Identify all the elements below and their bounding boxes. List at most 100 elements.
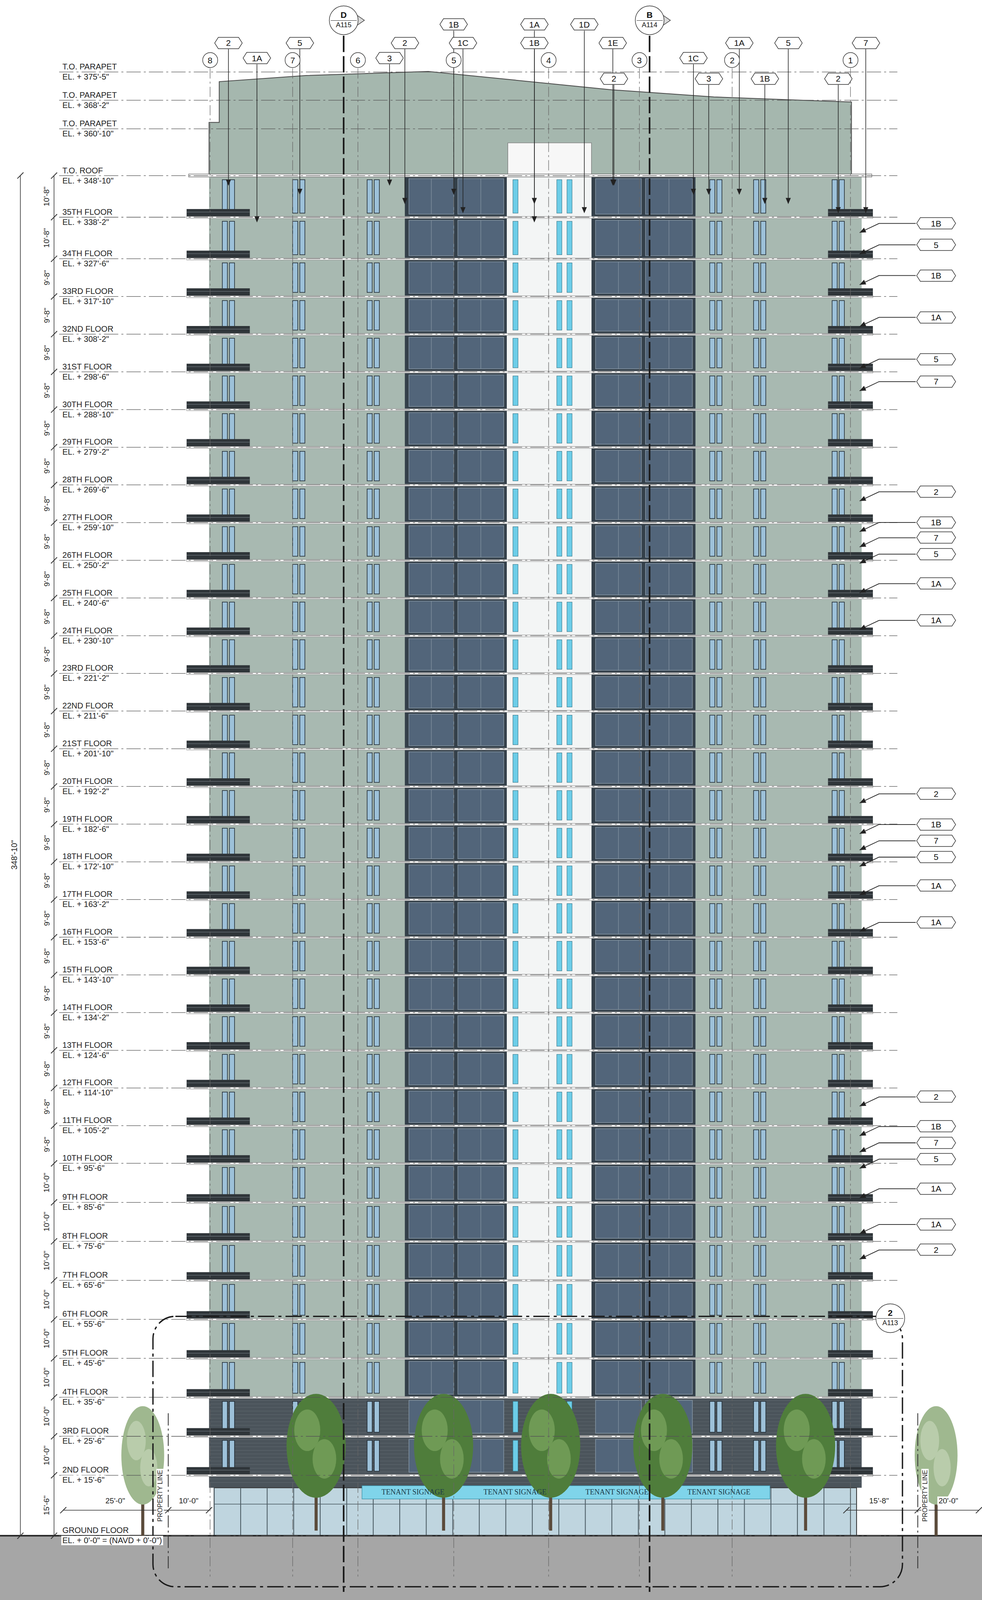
- storefront-mullion: [213, 1487, 215, 1536]
- window: [229, 1205, 235, 1237]
- callout-tag: 1A: [725, 36, 754, 50]
- mullion: [668, 977, 670, 1010]
- window: [299, 1091, 306, 1122]
- dimension: 9'-8": [42, 306, 52, 325]
- glass-panel: [595, 1053, 642, 1085]
- glass-panel: [595, 1090, 642, 1122]
- window: [709, 1053, 715, 1084]
- mullion: [618, 374, 619, 407]
- callout-number: 1D: [579, 19, 591, 30]
- dimension-tick: [51, 971, 58, 978]
- glass-panel: [595, 638, 642, 670]
- callout-tag: 5: [916, 353, 957, 366]
- railing-rail: [186, 1044, 250, 1045]
- balcony-railing: [186, 551, 250, 560]
- glass-panel: [409, 261, 455, 294]
- window: [299, 1322, 306, 1354]
- mullion: [668, 676, 670, 708]
- callout-tag: 3: [375, 51, 404, 65]
- mullion: [480, 1399, 481, 1433]
- window: [832, 221, 838, 255]
- window: [753, 526, 759, 556]
- level-name: 16TH FLOOR: [61, 926, 114, 937]
- window: [566, 714, 573, 745]
- callout-number: 1B: [930, 270, 942, 280]
- window: [222, 1283, 228, 1315]
- callout-number: 1A: [930, 1218, 942, 1229]
- level-line: [59, 559, 898, 561]
- window: [717, 526, 723, 556]
- window: [229, 451, 235, 481]
- mullion: [618, 789, 619, 821]
- mullion: [430, 1321, 432, 1355]
- window: [760, 1439, 767, 1471]
- window: [556, 1283, 563, 1315]
- window: [229, 564, 235, 594]
- balcony-railing: [186, 208, 250, 218]
- mullion: [618, 1204, 619, 1238]
- window: [753, 1283, 759, 1315]
- dimension-tick: [51, 172, 58, 179]
- window: [709, 1167, 715, 1198]
- leader-arrow: [863, 206, 869, 214]
- window: [556, 1016, 563, 1046]
- window: [367, 1322, 373, 1354]
- leader-arrow: [859, 1100, 866, 1106]
- window: [222, 1091, 228, 1122]
- leader-line: [859, 317, 916, 327]
- dimension-tick: [51, 858, 58, 865]
- window: [717, 827, 723, 858]
- window: [709, 714, 715, 745]
- level-elevation: EL. + 95'-6": [61, 1162, 106, 1173]
- balcony-railing: [186, 702, 250, 711]
- mullion: [430, 826, 432, 859]
- callout-number: 1A: [529, 19, 540, 30]
- dimension-tick: [51, 293, 58, 300]
- glass-panel: [645, 1015, 693, 1047]
- window: [717, 1091, 723, 1122]
- window: [753, 714, 759, 745]
- hexagon-outline: [520, 18, 549, 31]
- glass-panel: [645, 337, 693, 369]
- window: [566, 1244, 573, 1276]
- dimension-tick: [51, 557, 58, 564]
- leader-arrow: [859, 1130, 866, 1135]
- window: [717, 262, 723, 293]
- dimension: 9'-8": [42, 607, 52, 626]
- glass-panel: [645, 751, 693, 784]
- tag-shape: [634, 5, 665, 36]
- window: [566, 903, 573, 933]
- mullion: [668, 751, 670, 784]
- window: [292, 1244, 298, 1276]
- glass-panel: [457, 1282, 504, 1316]
- hexagon-outline: [916, 577, 956, 589]
- window: [222, 526, 228, 556]
- mullion: [668, 1090, 670, 1122]
- mullion: [430, 1282, 432, 1316]
- window: [229, 978, 235, 1008]
- railing-rail: [186, 856, 250, 857]
- dimension-tick: [51, 481, 58, 488]
- balcony-railing: [186, 1117, 250, 1126]
- window: [374, 564, 380, 594]
- window: [832, 752, 838, 782]
- window: [839, 1167, 845, 1198]
- mullion: [618, 1128, 619, 1160]
- callout-number: 5: [297, 38, 303, 48]
- mullion: [480, 1438, 481, 1472]
- window: [839, 677, 845, 707]
- leader-arrow: [785, 198, 791, 205]
- window: [709, 564, 715, 594]
- callout-number: 1C: [457, 38, 469, 48]
- callout-tag: 2: [599, 72, 629, 85]
- mullion: [618, 178, 619, 214]
- window: [832, 1167, 838, 1198]
- callout-number: 1E: [607, 38, 619, 48]
- window: [753, 941, 759, 971]
- window: [512, 941, 519, 971]
- window: [753, 601, 759, 632]
- window: [709, 865, 715, 896]
- balcony-railing: [186, 1349, 250, 1358]
- railing-rail: [186, 705, 250, 706]
- dimension: 9'-8": [42, 682, 52, 701]
